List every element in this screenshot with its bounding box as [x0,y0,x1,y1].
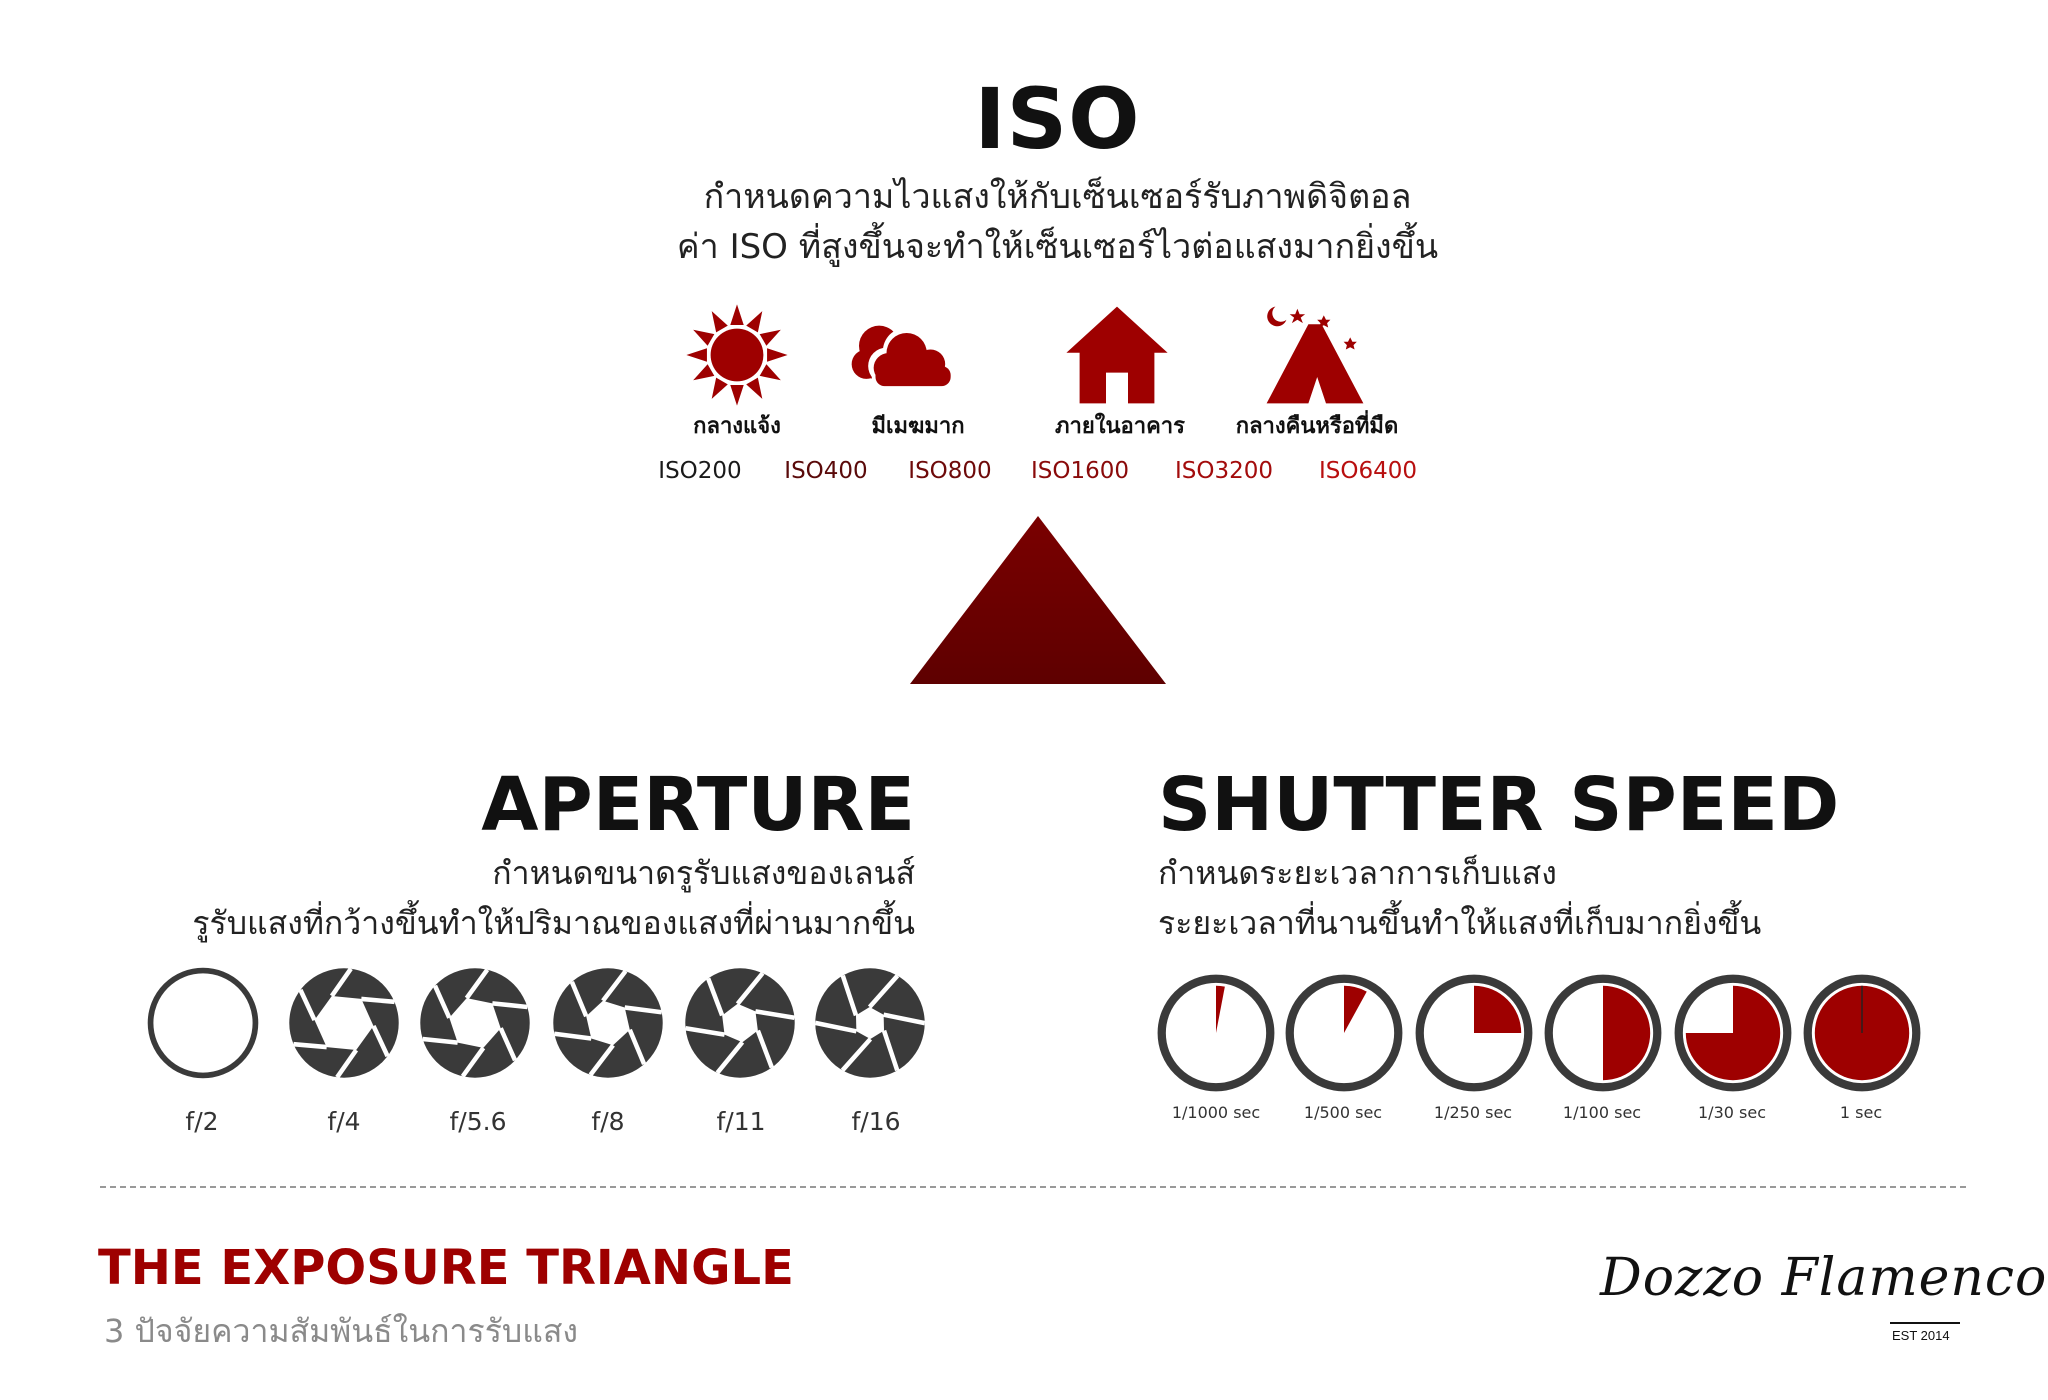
timer-icon [1544,974,1662,1092]
iso-value-1600: ISO1600 [1030,458,1130,484]
scene-label-outdoor: กลางแจ้ง [693,414,781,439]
brand-name: Dozzo Flamenco [1600,1248,2048,1308]
footer-subtitle: 3 ปัจจัยความสัมพันธ์ในการรับแสง [104,1312,578,1350]
aperture-label-f16: f/16 [851,1107,901,1136]
aperture-icon [420,968,530,1078]
aperture-icon [147,967,259,1079]
aperture-icon [289,967,399,1079]
scene-label-night: กลางคืนหรือที่มืด [1235,414,1399,439]
aperture-title: APERTURE [481,762,915,848]
shutter-description: กำหนดระยะเวลาการเก็บแสง ระยะเวลาที่นานขึ… [1158,848,1761,948]
brand-underline [1890,1322,1960,1324]
divider [100,1186,1966,1188]
timer-icon [1157,974,1275,1092]
iso-description: กำหนดความไวแสงให้กับเซ็นเซอร์รับภาพดิจิต… [0,172,2048,272]
shutter-label-1-sec: 1 sec [1839,1103,1883,1122]
aperture-desc-line-2: รูรับแสงที่กว้างขึ้นทำให้ปริมาณของแสงที่… [192,904,915,942]
shutter-desc-line-2: ระยะเวลาที่นานขึ้นทำให้แสงที่เก็บมากยิ่ง… [1158,904,1762,942]
aperture-label-f8: f/8 [591,1107,625,1136]
aperture-label-f4: f/4 [327,1107,361,1136]
iso-value-6400: ISO6400 [1318,458,1418,484]
shutter-label-1-1000: 1/1000 sec [1171,1103,1261,1122]
iso-value-400: ISO400 [784,458,868,484]
aperture-icon [685,968,795,1078]
aperture-description: กำหนดขนาดรูรับแสงของเลนส์ รูรับแสงที่กว้… [192,848,915,948]
cloud-icon [851,325,955,390]
iso-value-800: ISO800 [908,458,992,484]
footer-title: THE EXPOSURE TRIANGLE [98,1240,794,1296]
timer-icon [1674,974,1792,1092]
aperture-label-f5-6: f/5.6 [449,1107,507,1136]
house-icon [1066,306,1168,404]
aperture-icon [553,968,663,1078]
aperture-icon [814,968,926,1078]
shutter-label-1-30: 1/30 sec [1698,1103,1766,1122]
iso-desc-line-1: กำหนดความไวแสงให้กับเซ็นเซอร์รับภาพดิจิต… [703,177,1412,217]
shutter-title: SHUTTER SPEED [1158,762,1840,848]
aperture-label-f11: f/11 [716,1107,766,1136]
scene-label-cloudy: มีเมฆมาก [871,414,965,439]
brand-est: EST 2014 [1892,1328,1950,1343]
night-tent-icon [1266,306,1364,404]
aperture-label-f2: f/2 [185,1107,219,1136]
sun-icon [686,304,788,406]
brand-logo: Dozzo Flamenco EST 2014 [1600,1248,2046,1348]
iso-title: ISO [974,70,1141,168]
timer-icon [1285,974,1403,1092]
scene-label-indoor: ภายในอาคาร [1055,414,1185,439]
shutter-label-1-500: 1/500 sec [1303,1103,1383,1122]
iso-value-200: ISO200 [658,458,742,484]
exposure-triangle [910,516,1166,684]
iso-value-3200: ISO3200 [1174,458,1274,484]
timer-icon [1803,974,1921,1092]
shutter-label-1-100: 1/100 sec [1562,1103,1642,1122]
iso-desc-line-2: ค่า ISO ที่สูงขึ้นจะทำให้เซ็นเซอร์ไวต่อแ… [676,227,1439,267]
shutter-label-1-250: 1/250 sec [1433,1103,1513,1122]
shutter-desc-line-1: กำหนดระยะเวลาการเก็บแสง [1158,854,1557,892]
timer-icon [1415,974,1533,1092]
aperture-desc-line-1: กำหนดขนาดรูรับแสงของเลนส์ [492,854,915,892]
